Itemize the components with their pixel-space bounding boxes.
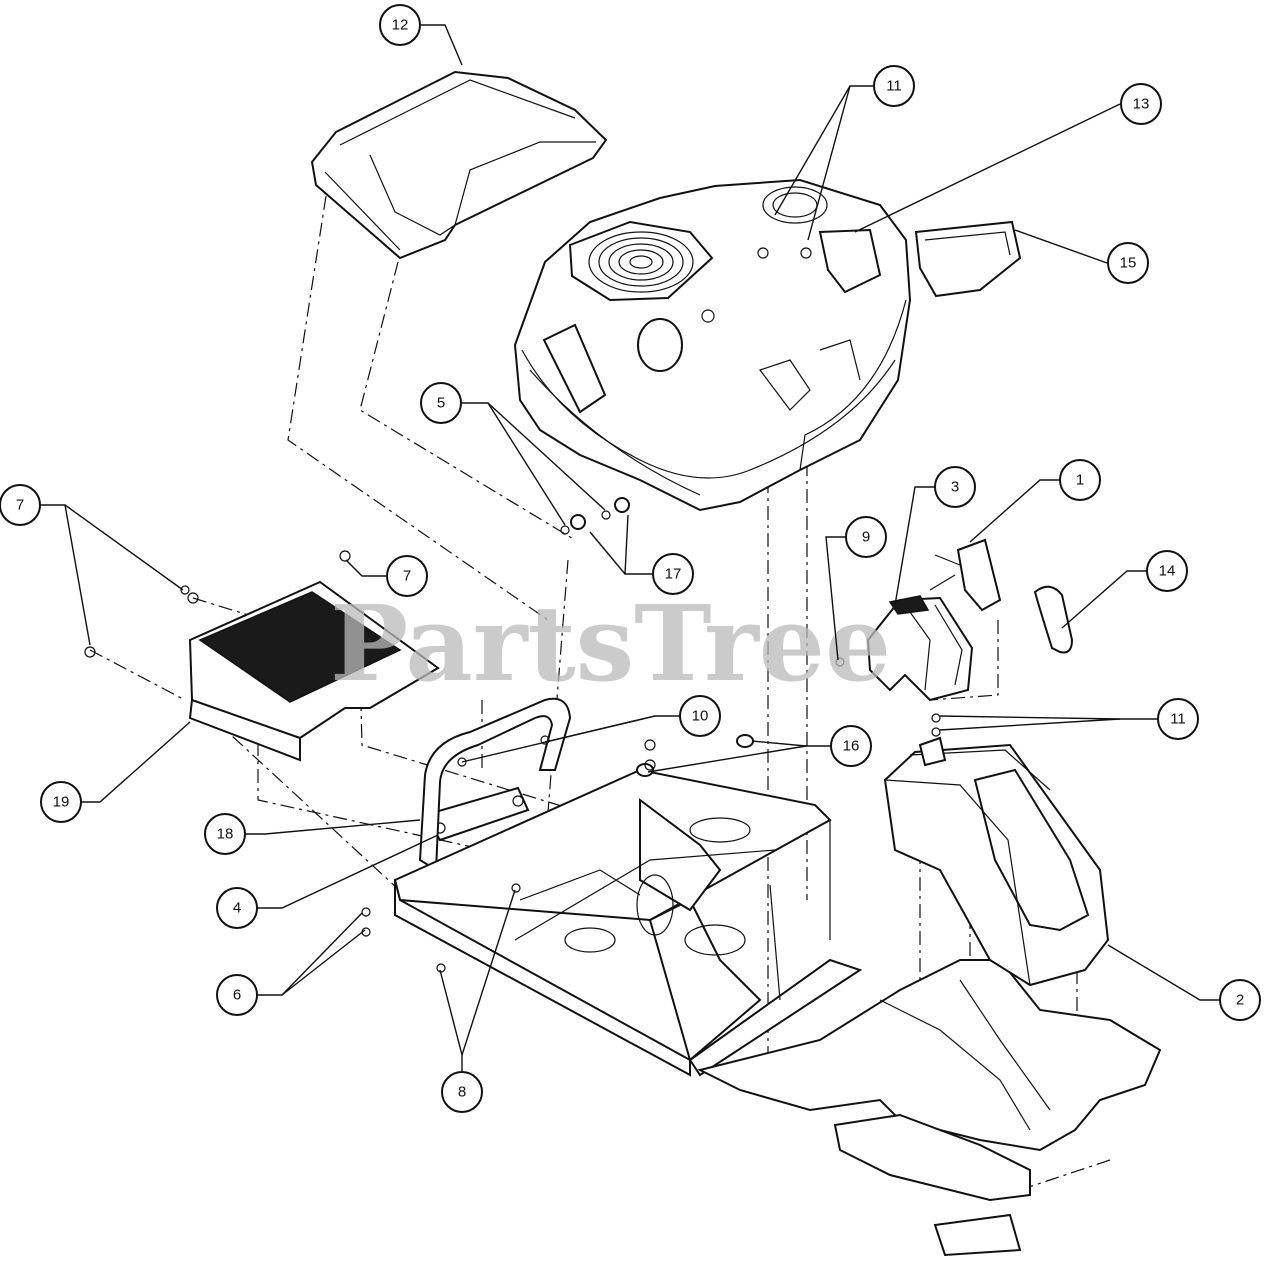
callout-17[interactable]: 17 xyxy=(652,553,694,595)
svg-text:18: 18 xyxy=(217,826,234,843)
svg-text:1: 1 xyxy=(1076,472,1084,489)
callout-5[interactable]: 5 xyxy=(420,382,462,424)
callout-4[interactable]: 4 xyxy=(216,887,258,929)
switch-part-1[interactable] xyxy=(929,538,1002,612)
svg-text:19: 19 xyxy=(53,794,70,811)
roll-bar-part-18[interactable] xyxy=(418,697,572,872)
grip-part-14[interactable] xyxy=(1033,585,1074,654)
callout-12[interactable]: 12 xyxy=(379,4,421,46)
callout-19[interactable]: 19 xyxy=(40,781,82,823)
callout-18[interactable]: 18 xyxy=(204,813,246,855)
callout-2[interactable]: 2 xyxy=(1219,979,1261,1021)
svg-text:8: 8 xyxy=(458,1084,466,1101)
svg-text:15: 15 xyxy=(1120,255,1137,272)
callout-3[interactable]: 3 xyxy=(934,466,976,508)
fender-deck[interactable] xyxy=(697,959,1162,1257)
svg-text:7: 7 xyxy=(403,568,411,585)
callout-15[interactable]: 15 xyxy=(1107,242,1149,284)
callout-16[interactable]: 16 xyxy=(830,725,872,767)
callout-1[interactable]: 1 xyxy=(1059,459,1101,501)
callout-14[interactable]: 14 xyxy=(1146,550,1188,592)
callout-11-top[interactable]: 11 xyxy=(873,65,915,107)
grille-rings xyxy=(588,231,694,293)
callout-7-left[interactable]: 7 xyxy=(0,484,41,526)
svg-text:9: 9 xyxy=(862,529,870,546)
leader-lines xyxy=(40,24,1220,1072)
svg-text:6: 6 xyxy=(233,987,241,1004)
svg-text:17: 17 xyxy=(665,566,682,583)
dash-cover-part-12[interactable] xyxy=(310,70,608,260)
callout-7-right[interactable]: 7 xyxy=(386,555,428,597)
grille-panel-part-19[interactable] xyxy=(84,550,440,762)
svg-text:5: 5 xyxy=(437,395,445,412)
shroud-part-3[interactable] xyxy=(866,595,974,702)
svg-text:2: 2 xyxy=(1236,992,1244,1009)
hardware xyxy=(361,497,941,973)
svg-text:11: 11 xyxy=(1170,711,1186,728)
svg-text:10: 10 xyxy=(692,708,709,725)
svg-text:12: 12 xyxy=(392,17,409,34)
callout-6[interactable]: 6 xyxy=(216,974,258,1016)
svg-text:16: 16 xyxy=(843,738,860,755)
callout-9[interactable]: 9 xyxy=(845,516,887,558)
callout-10[interactable]: 10 xyxy=(679,695,721,737)
callout-11-right[interactable]: 11 xyxy=(1157,698,1199,740)
svg-text:7: 7 xyxy=(16,497,24,514)
insert-part-15[interactable] xyxy=(914,220,1022,298)
svg-text:3: 3 xyxy=(951,479,959,496)
svg-text:4: 4 xyxy=(233,900,241,917)
svg-text:14: 14 xyxy=(1159,563,1176,580)
chassis-frame[interactable] xyxy=(393,768,863,1077)
svg-text:13: 13 xyxy=(1133,96,1150,113)
watermark: PartsTree xyxy=(330,582,891,705)
callout-13[interactable]: 13 xyxy=(1120,83,1162,125)
vent-slots xyxy=(198,591,402,703)
hood-part-13[interactable] xyxy=(513,178,912,512)
console-part-2[interactable] xyxy=(883,736,1110,987)
svg-text:11: 11 xyxy=(886,78,902,95)
callout-8[interactable]: 8 xyxy=(441,1071,483,1113)
